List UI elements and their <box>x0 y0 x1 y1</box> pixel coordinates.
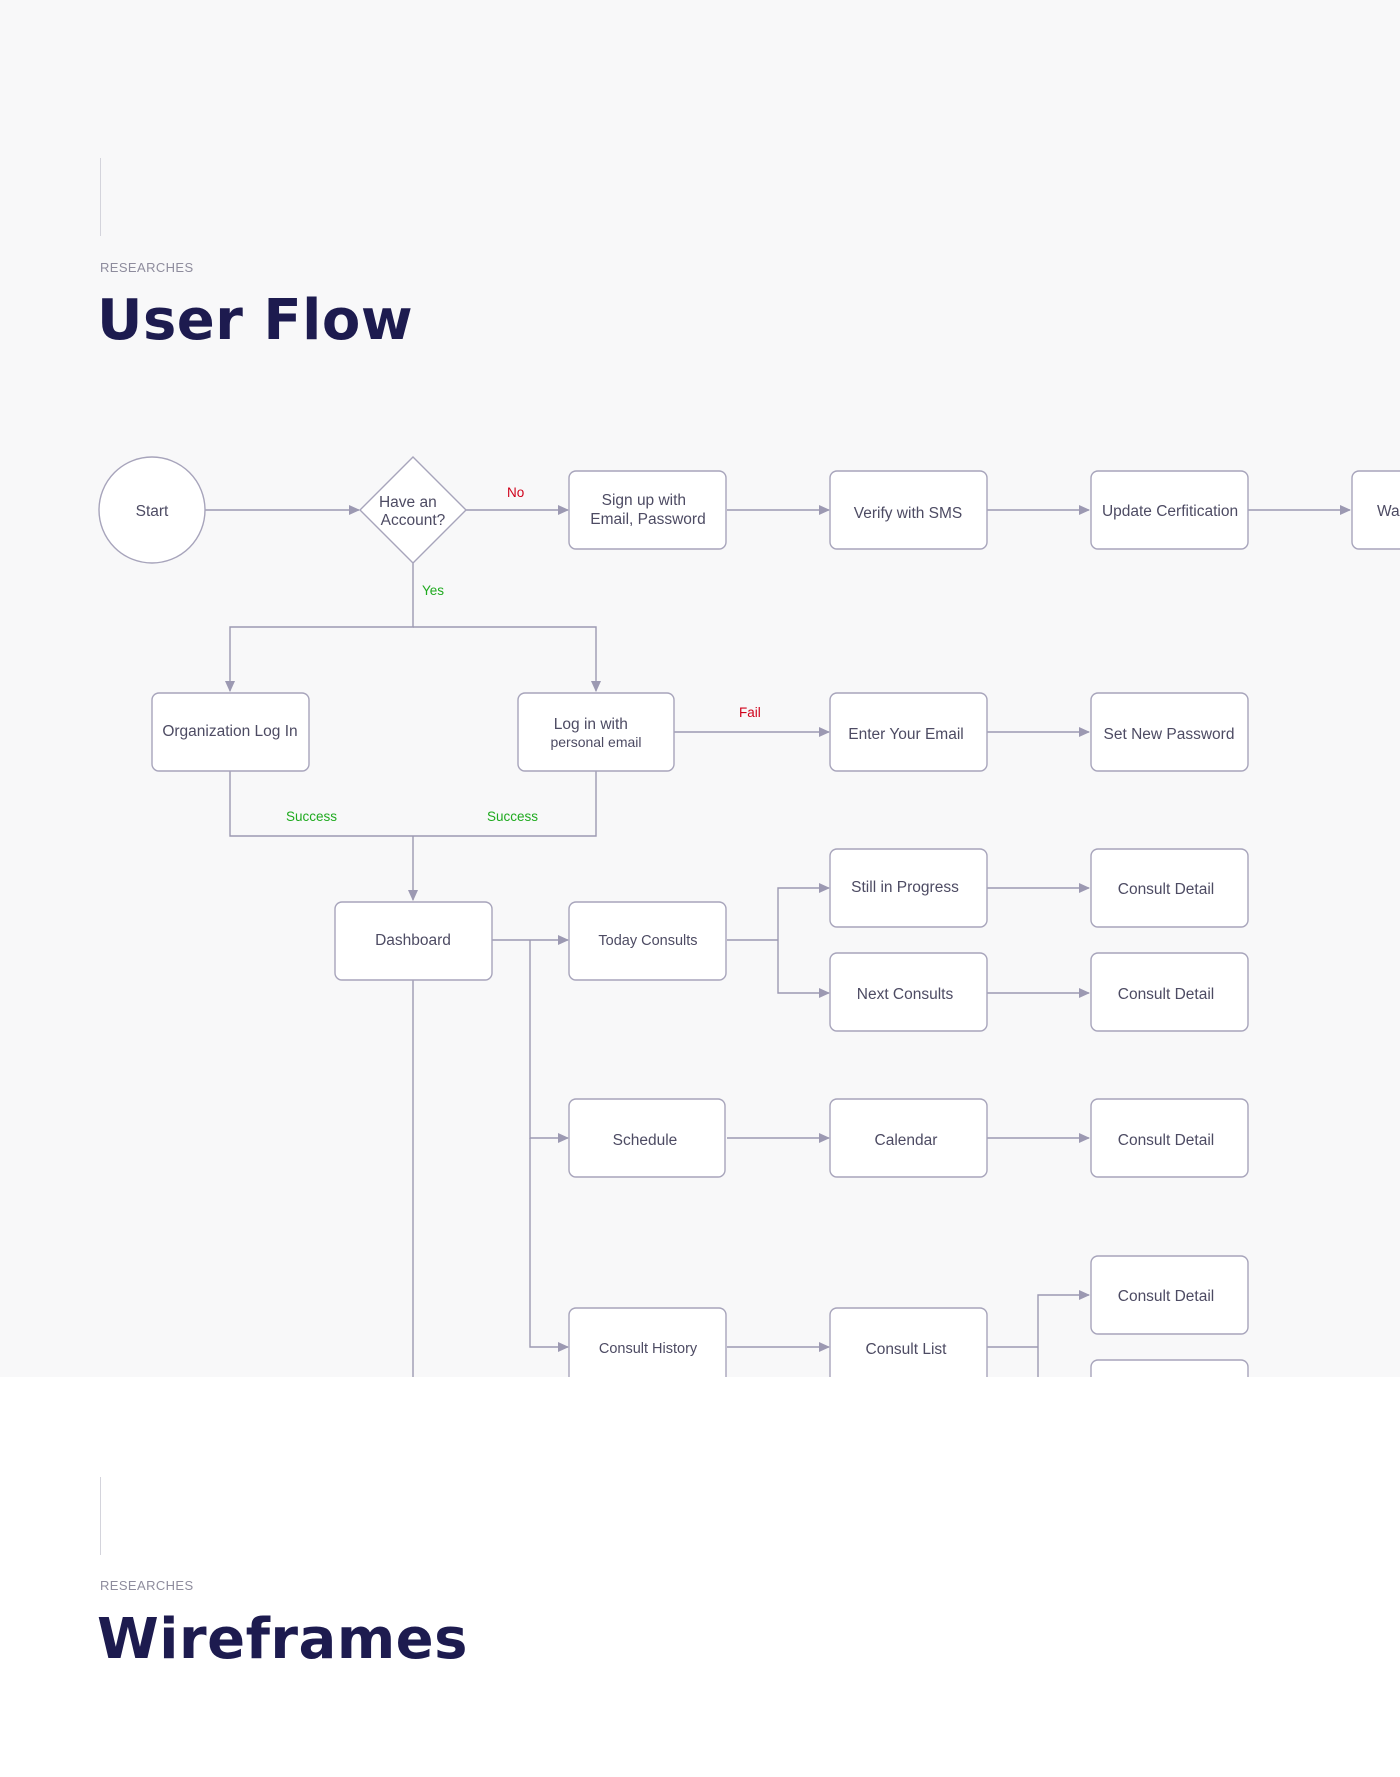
node-consult-detail-3-label: Consult Detail <box>1118 1132 1215 1149</box>
edge-dashboard-to-history <box>529 1138 570 1353</box>
node-consult-detail-4: Consult Detail <box>1090 1255 1249 1335</box>
node-start: Start <box>98 456 206 564</box>
node-have-account: Have an Account? <box>359 456 467 564</box>
edge-label-success-org: Success <box>286 809 337 824</box>
node-consult-detail-4-label: Consult Detail <box>1118 1288 1215 1305</box>
edges <box>205 504 1352 1377</box>
node-still-in-progress-label: Still in Progress <box>851 879 959 896</box>
section-divider <box>100 158 101 236</box>
edge-yes-to-personal-login <box>413 626 602 693</box>
section-eyebrow: RESEARCHES <box>100 260 194 275</box>
user-flow-diagram: No Yes Fail Success Success Start Have a… <box>98 456 1400 1377</box>
node-verify-sms-label: Verify with SMS <box>854 505 963 522</box>
node-enter-email: Enter Your Email <box>829 692 988 772</box>
edge-label-success-personal: Success <box>487 809 538 824</box>
edge-label-fail: Fail <box>739 705 761 720</box>
node-consult-detail-1-label: Consult Detail <box>1118 881 1215 898</box>
node-waiting-label: Wa <box>1377 503 1400 520</box>
section-title-wireframes: Wireframes <box>97 1607 468 1672</box>
edge-today-to-progress <box>777 882 831 940</box>
node-waiting: Wa <box>1351 470 1400 550</box>
node-personal-login: Log in with personal email <box>517 692 675 772</box>
edge-yes-to-org-login <box>224 563 414 693</box>
section-divider <box>100 1477 101 1555</box>
node-update-cert-label: Update Cerfitication <box>1102 503 1238 520</box>
section-eyebrow: RESEARCHES <box>100 1578 194 1593</box>
node-update-cert: Update Cerfitication <box>1090 470 1249 550</box>
node-consult-detail-2-label: Consult Detail <box>1118 986 1215 1003</box>
node-consult-detail-2: Consult Detail <box>1090 952 1249 1032</box>
node-consult-detail-5 <box>1090 1359 1249 1377</box>
node-consult-list: Consult List <box>829 1307 988 1377</box>
node-signup-label: Sign up with Email, Password <box>590 492 705 528</box>
node-schedule-label: Schedule <box>613 1132 678 1149</box>
node-schedule: Schedule <box>568 1098 726 1178</box>
edge-success-merge <box>229 771 597 837</box>
node-calendar: Calendar <box>829 1098 988 1178</box>
node-signup: Sign up with Email, Password <box>568 470 727 550</box>
edge-list-to-detail <box>1037 1289 1091 1377</box>
node-consult-history: Consult History <box>568 1307 727 1377</box>
node-consult-history-label: Consult History <box>599 1341 698 1357</box>
node-org-login: Organization Log In <box>151 692 310 772</box>
node-personal-login-label: Log in with personal email <box>550 716 641 750</box>
node-calendar-label: Calendar <box>875 1132 938 1149</box>
node-set-password-label: Set New Password <box>1104 726 1235 743</box>
node-consult-detail-3: Consult Detail <box>1090 1098 1249 1178</box>
node-next-consults: Next Consults <box>829 952 988 1032</box>
node-today-consults-label: Today Consults <box>598 933 697 949</box>
section-title-user-flow: User Flow <box>97 288 414 353</box>
node-org-login-label: Organization Log In <box>162 723 297 740</box>
node-consult-detail-1: Consult Detail <box>1090 848 1249 928</box>
node-set-password: Set New Password <box>1090 692 1249 772</box>
node-dashboard-label: Dashboard <box>375 932 451 949</box>
edge-dashboard-to-schedule <box>529 940 570 1144</box>
node-still-in-progress: Still in Progress <box>829 848 988 928</box>
node-today-consults: Today Consults <box>568 901 727 981</box>
node-dashboard: Dashboard <box>334 901 493 981</box>
edge-today-to-next <box>777 940 831 999</box>
node-have-account-label: Have an Account? <box>379 494 446 529</box>
node-next-consults-label: Next Consults <box>857 986 954 1003</box>
edge-label-no: No <box>507 485 524 500</box>
node-enter-email-label: Enter Your Email <box>848 726 963 743</box>
node-start-label: Start <box>136 503 169 520</box>
node-verify-sms: Verify with SMS <box>829 470 988 550</box>
node-consult-list-label: Consult List <box>866 1341 948 1358</box>
edge-label-yes: Yes <box>422 583 444 598</box>
